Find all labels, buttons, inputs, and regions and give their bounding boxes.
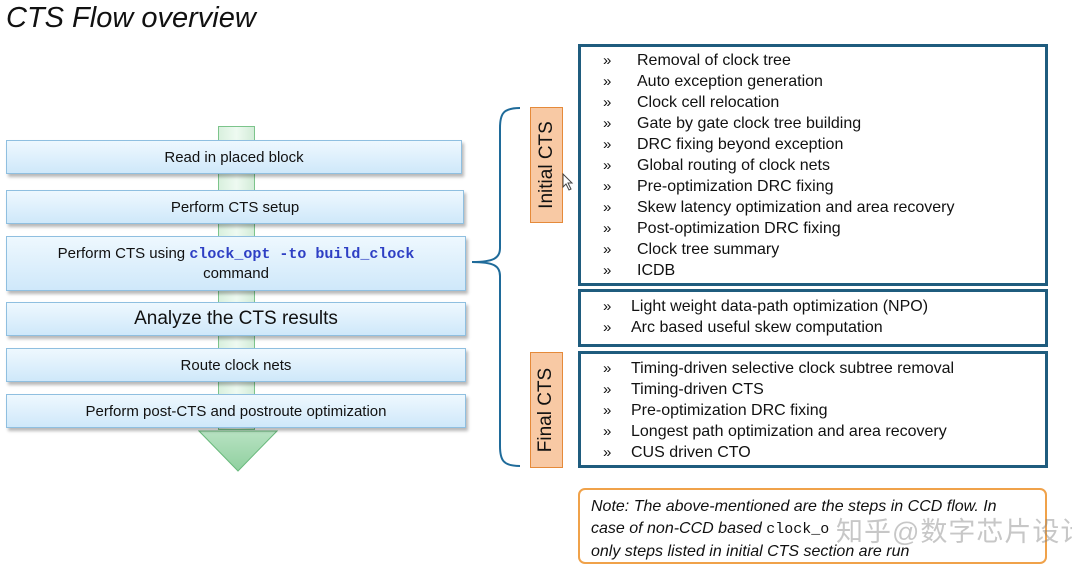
list-item: » Longest path optimization and area reco… bbox=[581, 423, 1045, 444]
bullet-icon: » bbox=[603, 423, 612, 440]
list-item: » Arc based useful skew computation bbox=[581, 319, 1045, 340]
list-item-text: Timing-driven selective clock subtree re… bbox=[631, 360, 955, 377]
list-item-text: Clock tree summary bbox=[637, 241, 780, 258]
list-item: » Clock tree summary bbox=[581, 241, 1045, 262]
list-item: » Pre-optimization DRC fixing bbox=[581, 402, 1045, 423]
bullet-icon: » bbox=[603, 360, 612, 377]
list-item: » CUS driven CTO bbox=[581, 444, 1045, 465]
list-item-text: Auto exception generation bbox=[637, 73, 823, 90]
flow-step-label: Perform post-CTS and postroute optimizat… bbox=[85, 402, 387, 420]
watermark: 知乎@数字芯片设计小汇 bbox=[836, 517, 1072, 547]
flow-step-label: Perform CTS using bbox=[57, 245, 186, 262]
bullet-icon: » bbox=[603, 157, 612, 174]
bracket-connector bbox=[471, 107, 521, 467]
datapath-steps-box: » Light weight data-path optimization (NP… bbox=[578, 289, 1048, 347]
flow-step-label: Route clock nets bbox=[180, 356, 292, 374]
bullet-icon: » bbox=[603, 73, 612, 90]
bullet-icon: » bbox=[603, 115, 612, 132]
list-item: » Post-optimization DRC fixing bbox=[581, 220, 1045, 241]
list-item-text: CUS driven CTO bbox=[631, 444, 751, 461]
list-item: » Timing-driven CTS bbox=[581, 381, 1045, 402]
bullet-icon: » bbox=[603, 136, 612, 153]
flow-step-post-cts-optimization: Perform post-CTS and postroute optimizat… bbox=[6, 394, 466, 428]
flow-step-read-placed-block: Read in placed block bbox=[6, 140, 462, 174]
note-text: case of non-CCD based bbox=[591, 520, 762, 537]
list-item: » Light weight data-path optimization (NP… bbox=[581, 298, 1045, 319]
bullet-icon: » bbox=[603, 178, 612, 195]
flow-step-label: Perform CTS setup bbox=[170, 198, 300, 216]
list-item: » Skew latency optimization and area reco… bbox=[581, 199, 1045, 220]
bullet-icon: » bbox=[603, 52, 612, 69]
initial-cts-steps-list: » Removal of clock tree » Auto exception ge… bbox=[581, 52, 1045, 283]
list-item-text: Clock cell relocation bbox=[637, 94, 780, 111]
list-item-text: Gate by gate clock tree building bbox=[637, 115, 862, 132]
bullet-icon: » bbox=[603, 94, 612, 111]
list-item-text: DRC fixing beyond exception bbox=[637, 136, 844, 153]
note-line: Note: The above-mentioned are the steps … bbox=[591, 498, 997, 515]
bullet-icon: » bbox=[603, 444, 612, 461]
ccd-flow-note: Note: The above-mentioned are the steps … bbox=[578, 488, 1047, 564]
list-item: » Auto exception generation bbox=[581, 73, 1045, 94]
list-item: » Gate by gate clock tree building bbox=[581, 115, 1045, 136]
bullet-icon: » bbox=[603, 199, 612, 216]
bullet-icon: » bbox=[603, 241, 612, 258]
list-item: » ICDB bbox=[581, 262, 1045, 283]
final-cts-label: Final CTS bbox=[535, 367, 557, 453]
note-line: only steps listed in initial CTS section… bbox=[591, 543, 910, 560]
list-item-text: Global routing of clock nets bbox=[637, 157, 830, 174]
bullet-icon: » bbox=[603, 298, 612, 315]
list-item: » Pre-optimization DRC fixing bbox=[581, 178, 1045, 199]
bullet-icon: » bbox=[603, 402, 612, 419]
flow-step-label: Analyze the CTS results bbox=[134, 308, 338, 329]
initial-cts-label: Initial CTS bbox=[535, 121, 557, 209]
list-item: » Removal of clock tree bbox=[581, 52, 1045, 73]
flow-step-label-line: Perform CTS using clock_opt -to build_cl… bbox=[58, 244, 415, 264]
list-item-text: Arc based useful skew computation bbox=[631, 319, 883, 336]
command-code: clock_opt -to build_clock bbox=[189, 246, 415, 263]
note-code: clock_o bbox=[766, 521, 830, 538]
bullet-icon: » bbox=[603, 262, 612, 279]
list-item-text: Skew latency optimization and area recov… bbox=[637, 199, 955, 216]
slide-title: CTS Flow overview bbox=[6, 2, 256, 34]
list-item-text: Timing-driven CTS bbox=[631, 381, 764, 398]
list-item-text: Removal of clock tree bbox=[637, 52, 791, 69]
flow-step-cts-setup: Perform CTS setup bbox=[6, 190, 464, 224]
final-cts-tag: Final CTS bbox=[530, 352, 563, 468]
bullet-icon: » bbox=[603, 381, 612, 398]
list-item-text: Pre-optimization DRC fixing bbox=[631, 402, 828, 419]
flow-step-analyze-results: Analyze the CTS results bbox=[6, 302, 466, 336]
list-item-text: Light weight data-path optimization (NPO… bbox=[631, 298, 929, 315]
flow-step-route-clock-nets: Route clock nets bbox=[6, 348, 466, 382]
final-cts-steps-list: » Timing-driven selective clock subtree r… bbox=[581, 360, 1045, 465]
flow-arrow-head-icon bbox=[198, 430, 278, 472]
list-item-text: ICDB bbox=[637, 262, 676, 279]
flow-step-perform-cts: Perform CTS using clock_opt -to build_cl… bbox=[6, 236, 466, 291]
list-item-text: Pre-optimization DRC fixing bbox=[637, 178, 834, 195]
final-cts-steps-box: » Timing-driven selective clock subtree r… bbox=[578, 351, 1048, 468]
bullet-icon: » bbox=[603, 220, 612, 237]
note-line: case of non-CCD based clock_o bbox=[591, 518, 1035, 541]
initial-cts-steps-box: » Removal of clock tree » Auto exception ge… bbox=[578, 44, 1048, 286]
bullet-icon: » bbox=[603, 319, 612, 336]
list-item: » DRC fixing beyond exception bbox=[581, 136, 1045, 157]
list-item-text: Post-optimization DRC fixing bbox=[637, 220, 841, 237]
list-item: » Global routing of clock nets bbox=[581, 157, 1045, 178]
mouse-cursor-icon bbox=[562, 173, 574, 191]
list-item-text: Longest path optimization and area recov… bbox=[631, 423, 947, 440]
initial-cts-tag: Initial CTS bbox=[530, 107, 563, 223]
list-item: » Clock cell relocation bbox=[581, 94, 1045, 115]
list-item: » Timing-driven selective clock subtree r… bbox=[581, 360, 1045, 381]
flow-step-label: Read in placed block bbox=[164, 148, 304, 166]
datapath-steps-list: » Light weight data-path optimization (NP… bbox=[581, 298, 1045, 340]
flow-step-label: command bbox=[203, 265, 269, 282]
